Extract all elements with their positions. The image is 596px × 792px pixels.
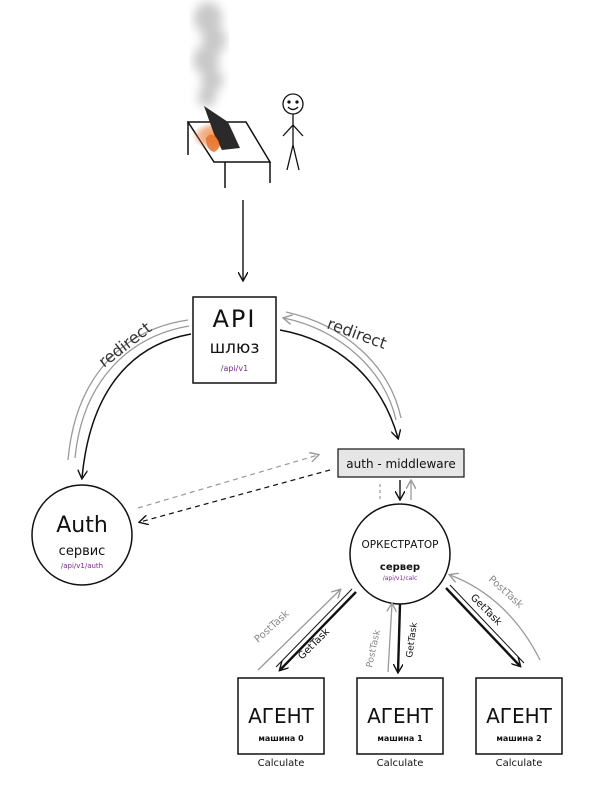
agent1-posttask-arrow xyxy=(388,604,392,673)
agent0-posttask-label: PostTask xyxy=(253,608,292,645)
agent2-machine: машина 2 xyxy=(496,734,541,743)
agent0-caption: Calculate xyxy=(258,758,305,769)
agent1-posttask-label: PostTask xyxy=(365,628,383,668)
agent1-gettask-label: GetTask xyxy=(405,621,420,658)
auth-to-middleware-dashed-arrow xyxy=(137,455,318,509)
agent1-gettask-arrow xyxy=(398,603,400,672)
agent-box-1: АГЕНТ машина 1 Calculate xyxy=(356,677,444,769)
agent2-gettask-line xyxy=(449,584,525,664)
agent0-gettask-label: GetTask xyxy=(296,626,332,662)
agent1-title: АГЕНТ xyxy=(367,704,434,728)
orchestrator-title: ОРКЕСТРАТОР xyxy=(362,539,439,551)
agent0-posttask-arrow xyxy=(257,590,340,671)
redirect-right-gray-arrow-2 xyxy=(285,311,402,419)
orchestrator-node: ОРКЕСТРАТОР сервер /api/v1/calc xyxy=(349,503,451,605)
auth-middleware-box: auth - middleware xyxy=(337,448,465,478)
gateway-title: API xyxy=(213,305,257,333)
redirect-right-gray-arrow xyxy=(284,318,397,421)
auth-subtitle: сервис xyxy=(59,544,106,559)
agent0-gettask-arrow xyxy=(280,591,357,670)
redirect-left-gray-arrow-2 xyxy=(74,325,190,459)
laptop-on-fire-icon xyxy=(192,106,240,152)
agent1-caption: Calculate xyxy=(377,758,424,769)
agent2-caption: Calculate xyxy=(496,758,543,769)
api-gateway-box: API шлюз /api/v1 xyxy=(192,296,277,384)
agent0-title: АГЕНТ xyxy=(248,704,315,728)
orchestrator-subtitle: сервер xyxy=(380,562,420,573)
agent-box-2: АГЕНТ машина 2 Calculate xyxy=(475,677,563,769)
agent2-posttask-arrow xyxy=(450,575,541,661)
redirect-left-gray-arrow xyxy=(67,319,189,461)
agent2-posttask-label: PostTask xyxy=(486,574,525,611)
gateway-path: /api/v1 xyxy=(221,364,248,373)
agent2-title: АГЕНТ xyxy=(486,704,553,728)
redirect-right-black-arrow xyxy=(279,329,398,438)
middleware-label: auth - middleware xyxy=(346,457,455,471)
agent-box-0: АГЕНТ машина 0 Calculate xyxy=(237,677,325,769)
redirect-left-label: redirect xyxy=(95,318,155,371)
agent0-gettask-line xyxy=(275,588,353,668)
gateway-subtitle: шлюз xyxy=(210,338,260,358)
agent2-gettask-arrow xyxy=(445,587,520,666)
auth-path: /api/v1/auth xyxy=(61,562,103,570)
middleware-to-auth-dashed-arrow xyxy=(140,469,331,522)
auth-title: Auth xyxy=(56,513,108,538)
agent0-machine: машина 0 xyxy=(258,734,304,743)
agent1-machine: машина 1 xyxy=(377,734,423,743)
smoke-icon xyxy=(193,2,226,107)
stick-figure-icon xyxy=(282,93,304,171)
auth-service-node: Auth сервис /api/v1/auth xyxy=(31,484,133,586)
orchestrator-path: /api/v1/calc xyxy=(383,575,418,582)
redirect-left-black-arrow xyxy=(82,333,192,478)
